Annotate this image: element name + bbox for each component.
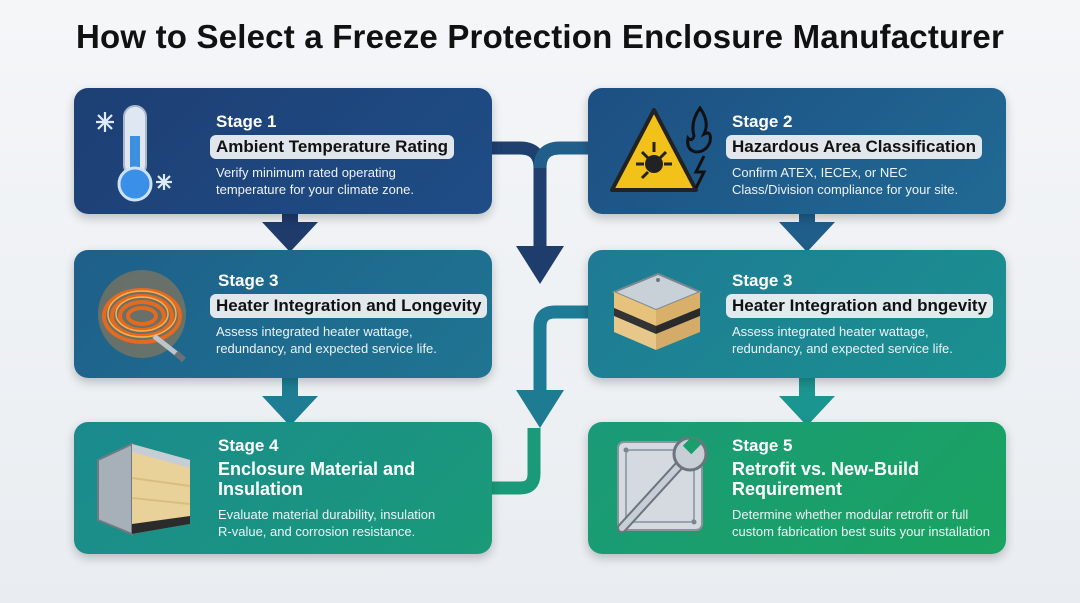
stage-1-desc-line2: temperature for your climate zone. [216,182,414,197]
stage-5-desc-line1: Determine whether modular retrofit or fu… [732,507,969,522]
stage-3b-card: Stage 3 Heater Integration and bngevity … [588,250,1006,378]
stage-1-label: Stage 1 [216,112,277,131]
connector-stage3b-to-center [533,305,588,392]
stage-3-label: Stage 3 [218,271,279,290]
stage-5-card: Stage 5 Retrofit vs. New-Build Requireme… [588,422,1006,554]
stage-5-desc-line2: custom fabrication best suits your insta… [732,524,990,539]
stage-2-card: Stage 2 Hazardous Area Classification Co… [588,88,1006,214]
stage-5-label: Stage 5 [732,436,793,455]
arrow-stage2-stem [799,214,815,224]
connector-stage4-to-center [492,428,541,495]
stage-3-desc-line2: redundancy, and expected service life. [216,341,437,356]
stage-4-label: Stage 4 [218,436,279,455]
arrow-stage1-stem [282,214,298,224]
connector-stage1-to-center [492,141,547,248]
stage-3b-desc-line2: redundancy, and expected service life. [732,341,953,356]
arrow-stage3-stem [282,378,298,398]
stage-3b-desc-line1: Assess integrated heater wattage, [732,324,929,339]
arrow-stage3b-stem [799,378,815,398]
center-arrow-down-2 [516,390,564,428]
stage-4-desc-line2: R-value, and corrosion resistance. [218,524,416,539]
stage-3-desc-line1: Assess integrated heater wattage, [216,324,413,339]
arrow-stage2-to-stage3b [779,222,835,252]
stage-1-heading: Ambient Temperature Rating [210,135,455,159]
insulation-block-icon [97,442,191,536]
stage-5-heading-line2: Requirement [732,479,843,499]
explosion-hazard-icon [610,105,712,192]
center-arrow-down-1 [516,246,564,284]
heating-cable-coil-icon [98,270,186,363]
stage-3b-label: Stage 3 [732,271,793,290]
stage-2-label: Stage 2 [732,112,793,131]
stage-3-heading: Heater Integration and Longevity [210,294,488,318]
stage-1-card: Stage 1 Ambient Temperature Rating Verif… [74,88,492,214]
arrow-stage1-to-stage3 [262,222,318,252]
page-title: How to Select a Freeze Protection Enclos… [75,18,1005,55]
stage-2-desc-line2: Class/Division compliance for your site. [732,182,959,197]
stage-2-heading: Hazardous Area Classification [726,135,983,159]
arrow-stage3-to-stage4 [262,396,318,426]
stage-4-desc-line1: Evaluate material durability, insulation [218,507,436,522]
connector-stage2-to-center [533,141,588,169]
stage-3-card: Stage 3 Heater Integration and Longevity… [74,250,492,378]
stage-4-heading-line1: Enclosure Material and [218,459,416,479]
stage-2-desc-line1: Confirm ATEX, IECEx, or NEC [732,165,908,180]
stage-4-heading-line2: Insulation [218,479,303,499]
stage-4-card: Stage 4 Enclosure Material and Insulatio… [74,422,492,554]
stage-1-desc-line1: Verify minimum rated operating [216,165,396,180]
stage-3b-heading: Heater Integration and bngevity [726,294,994,318]
arrow-stage3b-to-stage5 [779,396,835,426]
wrench-panel-icon [617,436,708,533]
insulated-panel-icon [611,272,703,350]
thermometer-snowflake-icon [96,105,172,202]
stage-5-heading-line1: Retrofit vs. New-Build [732,459,920,479]
